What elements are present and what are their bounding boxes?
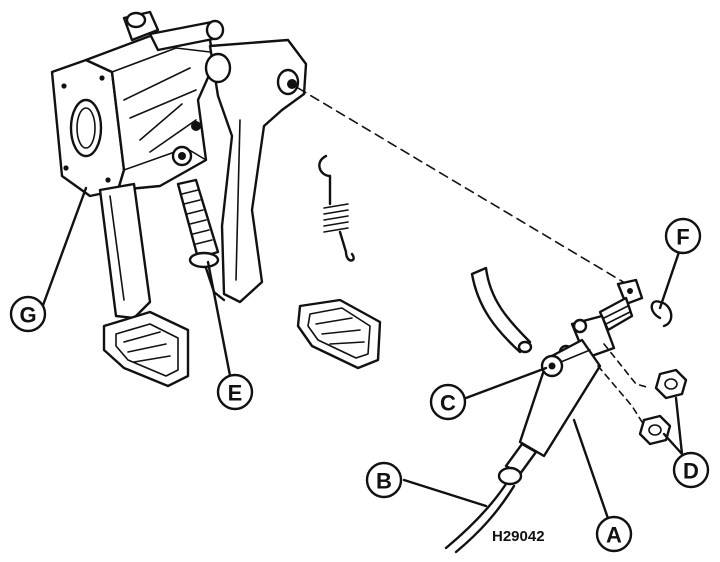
callout-g: G (9, 295, 47, 333)
callout-f: F (664, 217, 702, 255)
master-cylinder (444, 278, 651, 554)
callout-b: B (365, 461, 403, 499)
callout-b-text: B (376, 469, 392, 494)
alignment-line (297, 87, 631, 287)
hydraulic-hose (470, 266, 533, 354)
circlip (650, 300, 673, 328)
callout-g-text: G (19, 303, 36, 328)
callout-f-text: F (676, 225, 689, 250)
callout-c-text: C (440, 391, 456, 416)
figure-reference-code: H29042 (492, 528, 545, 545)
callout-c: C (429, 383, 467, 421)
callout-e: E (216, 373, 254, 411)
clutch-pedal (98, 182, 190, 388)
pushrod-boot (176, 178, 226, 302)
callout-e-text: E (228, 381, 243, 406)
brake-pedal (204, 38, 382, 370)
leader-lines (40, 186, 684, 532)
pedal-box-bracket (50, 10, 225, 198)
return-spring (318, 154, 355, 262)
callout-a-text: A (606, 523, 622, 548)
callout-d-text: D (683, 459, 699, 484)
callout-d: D (672, 451, 710, 489)
mounting-nuts (638, 368, 688, 446)
callout-a: A (595, 515, 633, 553)
